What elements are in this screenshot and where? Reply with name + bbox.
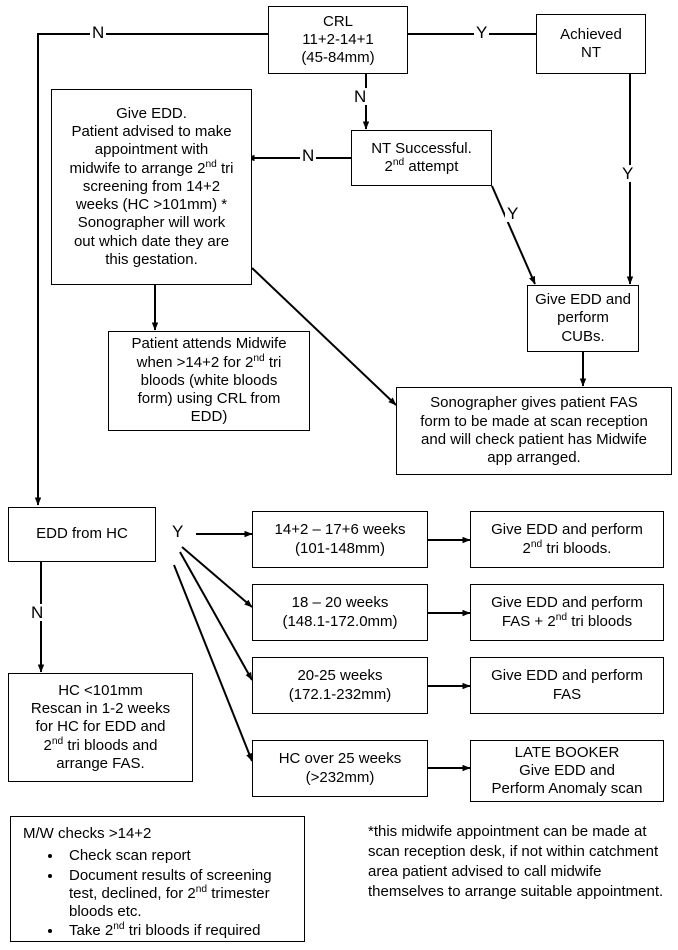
edge-nt-yes-to-cubs (491, 185, 536, 285)
mw-checks-item: Take 2nd tri bloods if required (63, 922, 298, 940)
node-range-3[interactable]: 20-25 weeks(172.1-232mm) (252, 657, 428, 714)
node-range-4[interactable]: HC over 25 weeks(>232mm) (252, 740, 428, 797)
edge-yes-to-range-4 (173, 564, 253, 762)
edge-crl-no-to-edd-from-hc (34, 33, 268, 506)
mw-checks-title: M/W checks >14+2 (23, 825, 152, 842)
node-nt-successful-text: NT Successful.2nd attempt (371, 139, 472, 175)
edge-yes-to-range-2 (181, 546, 253, 608)
node-edd-from-hc[interactable]: EDD from HC (8, 507, 156, 562)
mw-checks-item: Check scan report (63, 847, 298, 865)
edge-label-edd-hc-yes: Y (170, 522, 186, 541)
node-range-4-text: HC over 25 weeks(>232mm) (278, 750, 402, 786)
mw-checks-list: Check scan report Document results of sc… (23, 847, 298, 940)
node-mw-checks[interactable]: M/W checks >14+2 Check scan report Docum… (10, 816, 305, 942)
node-range-2[interactable]: 18 – 20 weeks(148.1-172.0mm) (252, 584, 428, 641)
node-edd-from-hc-text: EDD from HC (36, 525, 128, 543)
node-range-1[interactable]: 14+2 – 17+6 weeks(101-148mm) (252, 511, 428, 568)
edge-label-achieved-nt-yes: Y (620, 164, 636, 183)
edge-give-edd-to-sonographer-fas (251, 267, 397, 406)
edge-label-nt-retry-no: N (300, 146, 317, 165)
node-range-2-text: 18 – 20 weeks(148.1-172.0mm) (282, 594, 398, 630)
edge-label-crl-no-left: N (90, 23, 107, 42)
footnote-text: *this midwife appointment can be made at… (368, 823, 664, 900)
mw-checks-item: Document results of screening test, decl… (63, 867, 298, 922)
node-range-3-text: 20-25 weeks(172.1-232mm) (288, 667, 392, 703)
node-nt-successful[interactable]: NT Successful.2nd attempt (351, 130, 492, 186)
edge-label-nt-successful-yes: Y (505, 204, 521, 223)
edge-label-edd-hc-no: N (29, 603, 46, 622)
edge-label-crl-yes-right: Y (474, 23, 490, 42)
edge-yes-to-range-3 (179, 551, 253, 681)
edge-label-crl-no-down: N (352, 87, 369, 106)
node-range-1-text: 14+2 – 17+6 weeks(101-148mm) (274, 521, 406, 557)
